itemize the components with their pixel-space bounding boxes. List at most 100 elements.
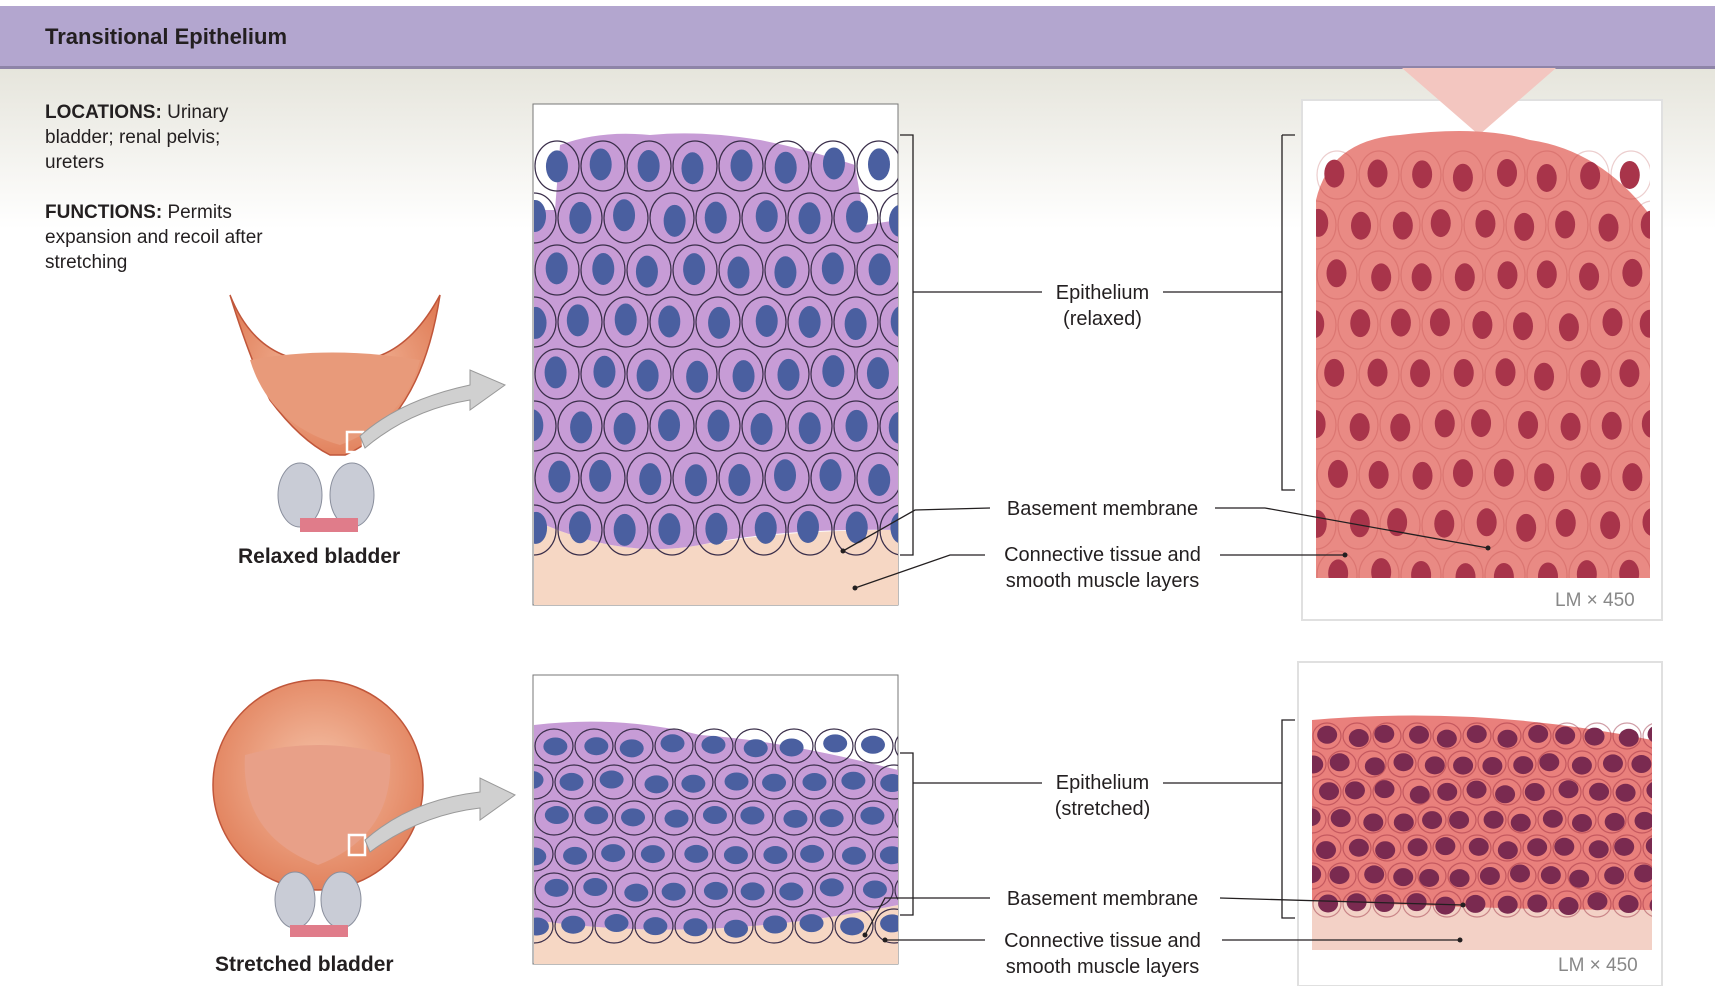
nucleus <box>1561 413 1581 441</box>
connective-relaxed-line1: Connective tissue and <box>985 542 1220 568</box>
nucleus <box>1437 730 1457 748</box>
nucleus <box>880 774 904 792</box>
connective-tissue-relaxed-label: Connective tissue andsmooth muscle layer… <box>985 542 1220 594</box>
nucleus <box>546 150 568 182</box>
nucleus <box>1319 782 1339 800</box>
nucleus <box>1559 780 1579 798</box>
nucleus <box>863 880 887 898</box>
stretched-bladder-illustration <box>213 680 515 937</box>
nucleus <box>1587 892 1607 910</box>
nucleus <box>701 736 725 754</box>
nucleus <box>1495 785 1515 803</box>
stretched-bladder-caption: Stretched bladder <box>215 953 394 977</box>
nucleus <box>1375 841 1395 859</box>
nucleus <box>889 412 911 444</box>
nucleus <box>643 917 667 935</box>
nucleus <box>1616 784 1636 802</box>
nucleus <box>1527 894 1547 912</box>
nucleus <box>545 806 569 824</box>
nucleus <box>777 359 799 391</box>
nucleus <box>868 148 890 180</box>
nucleus <box>725 772 749 790</box>
nucleus <box>592 253 614 285</box>
nucleus <box>1495 358 1515 386</box>
nucleus <box>779 883 803 901</box>
nucleus <box>1581 360 1601 388</box>
nucleus <box>705 202 727 234</box>
nucleus <box>1407 893 1427 911</box>
nucleus <box>1453 459 1473 487</box>
nucleus <box>1534 463 1554 491</box>
nucleus <box>570 411 592 443</box>
nucleus <box>822 355 844 387</box>
nucleus <box>615 304 637 336</box>
nucleus <box>1422 811 1442 829</box>
connective-tissue-stretched-label: Connective tissue andsmooth muscle layer… <box>985 928 1220 980</box>
nucleus <box>1317 726 1337 744</box>
nucleus <box>665 810 689 828</box>
nucleus <box>644 775 668 793</box>
nucleus <box>890 512 912 544</box>
nucleus <box>1412 263 1432 291</box>
nucleus <box>733 360 755 392</box>
nucleus <box>1330 866 1350 884</box>
nucleus <box>1330 753 1350 771</box>
nucleus <box>705 513 727 545</box>
nucleus <box>763 916 787 934</box>
nucleus <box>1455 263 1475 291</box>
nucleus <box>880 846 904 864</box>
nucleus <box>1331 809 1351 827</box>
nucleus <box>1497 261 1517 289</box>
nucleus <box>584 737 608 755</box>
epithelium-stretched-line1: Epithelium <box>1042 770 1163 796</box>
nucleus <box>1477 508 1497 536</box>
nucleus <box>1393 212 1413 240</box>
nucleus <box>545 356 567 388</box>
nucleus <box>1369 461 1389 489</box>
nucleus <box>1467 781 1487 799</box>
nucleus <box>1368 359 1388 387</box>
nucleus <box>658 513 680 545</box>
nucleus <box>685 464 707 496</box>
nucleus <box>1410 359 1430 387</box>
nucleus <box>583 878 607 896</box>
nucleus <box>891 306 913 338</box>
nucleus <box>593 356 615 388</box>
nucleus <box>521 409 543 441</box>
nucleus <box>740 807 764 825</box>
nucleus <box>1324 160 1344 188</box>
nucleus <box>1350 309 1370 337</box>
cell-outline <box>895 873 933 907</box>
nucleus <box>524 200 546 232</box>
nucleus <box>1555 727 1575 745</box>
nucleus <box>1511 814 1531 832</box>
nucleus <box>624 884 648 902</box>
relaxed-magnification: LM × 450 <box>1555 590 1635 612</box>
nucleus <box>525 512 547 544</box>
nucleus <box>1450 869 1470 887</box>
stretched-micrograph <box>1298 662 1671 986</box>
nucleus <box>1518 411 1538 439</box>
epithelium-relaxed-line1: Epithelium <box>1042 280 1163 306</box>
nucleus <box>800 845 824 863</box>
nucleus <box>1539 753 1559 771</box>
nucleus <box>1425 756 1445 774</box>
nucleus <box>900 880 924 898</box>
nucleus <box>1589 840 1609 858</box>
nucleus <box>780 738 804 756</box>
nucleus <box>1581 462 1601 490</box>
nucleus <box>1465 895 1485 913</box>
nucleus <box>1602 308 1622 336</box>
nucleus <box>613 199 635 231</box>
nucleus <box>1435 837 1455 855</box>
nucleus <box>641 845 665 863</box>
nucleus <box>605 914 629 932</box>
nucleus <box>775 152 797 184</box>
basement-membrane-stretched-label: Basement membrane <box>990 886 1215 912</box>
epithelium-stretched-line2: (stretched) <box>1042 796 1163 822</box>
nucleus <box>846 201 868 233</box>
nucleus <box>1412 160 1432 188</box>
nucleus <box>636 256 658 288</box>
nucleus <box>1494 459 1514 487</box>
nucleus <box>1430 308 1450 336</box>
